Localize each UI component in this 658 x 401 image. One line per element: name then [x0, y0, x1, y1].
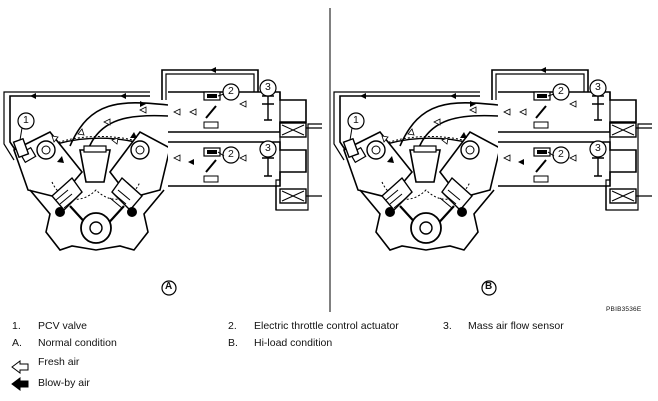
diagram-code: PBIB3536E: [606, 306, 642, 313]
legend-num-b: B.: [228, 337, 238, 349]
callout-2-upper: 2: [228, 85, 234, 97]
legend-fresh-air: Fresh air: [38, 356, 80, 368]
legend-num-3: 3.: [443, 320, 452, 332]
legend-num-a: A.: [12, 337, 22, 349]
legend-text-a: Normal condition: [38, 337, 117, 349]
panel-a-label-ring: [161, 280, 177, 296]
panel-b-label-ring: [481, 280, 497, 296]
legend-num-2: 2.: [228, 320, 237, 332]
legend-text-b: Hi-load condition: [254, 337, 333, 349]
callout-2-lower: 2: [228, 148, 234, 160]
callout-1-b: 1: [353, 114, 359, 126]
legend-blow-by-air: Blow-by air: [38, 377, 90, 389]
panel-a-label: A: [165, 281, 173, 292]
callout-2-upper-b: 2: [558, 85, 564, 97]
callout-3-upper-b: 3: [595, 81, 601, 93]
callout-3-upper: 3: [265, 81, 271, 93]
panel-b-hi-load-condition: [332, 66, 653, 296]
hollow-arrow-left-icon: [11, 360, 29, 374]
legend-num-1: 1.: [12, 320, 21, 332]
legend-text-1: PCV valve: [38, 320, 88, 332]
callout-3-lower-b: 3: [595, 142, 601, 154]
panel-b-label: B: [485, 281, 493, 292]
callout-2-lower-b: 2: [558, 148, 564, 160]
legend-text-3: Mass air flow sensor: [468, 320, 564, 332]
panel-a-normal-condition: [2, 66, 323, 296]
legend-text-2: Electric throttle control actuator: [254, 320, 399, 332]
callout-1: 1: [23, 114, 29, 126]
callout-3-lower: 3: [265, 142, 271, 154]
solid-arrow-left-icon: [11, 377, 29, 391]
